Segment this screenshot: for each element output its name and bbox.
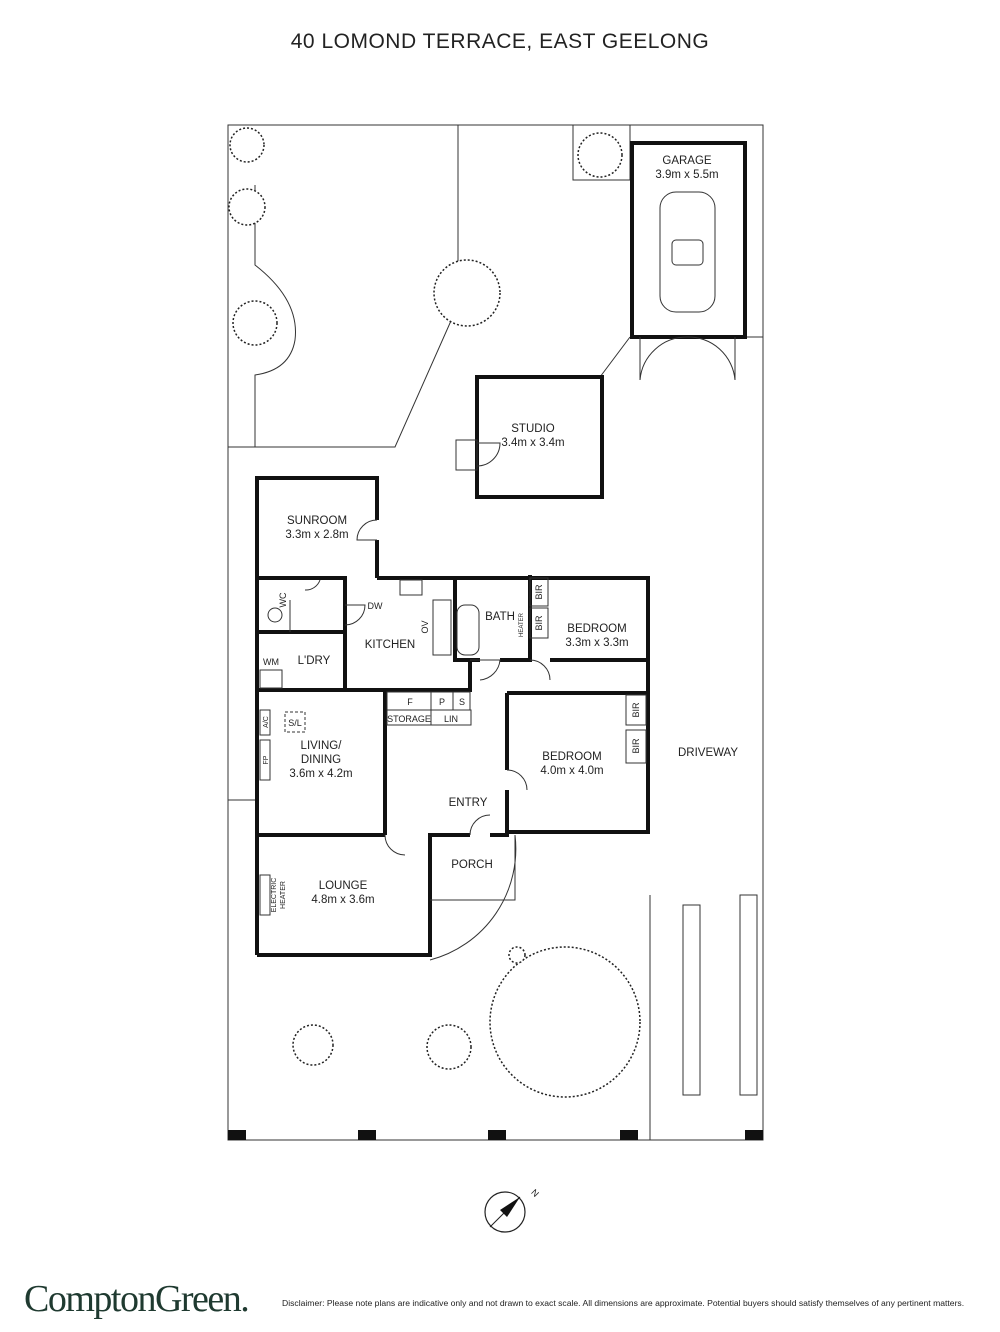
- svg-text:4.8m x 3.6m: 4.8m x 3.6m: [311, 894, 374, 906]
- svg-text:WC: WC: [278, 592, 288, 607]
- compton-green-logo: ComptonGreen.: [24, 1278, 250, 1320]
- property-address-title: 40 LOMOND TERRACE, EAST GEELONG: [290, 30, 710, 53]
- svg-text:SUNROOM: SUNROOM: [287, 515, 347, 527]
- svg-text:3.6m x 4.2m: 3.6m x 4.2m: [289, 768, 352, 780]
- room-labels: KITCHEN BATH BEDROOM 3.3m x 3.3m BEDROOM…: [263, 584, 738, 912]
- svg-text:S: S: [459, 697, 465, 707]
- svg-text:PORCH: PORCH: [451, 859, 493, 871]
- svg-text:3.4m x 3.4m: 3.4m x 3.4m: [501, 437, 564, 449]
- svg-text:ELECTRIC: ELECTRIC: [271, 878, 278, 913]
- svg-text:LIVING/: LIVING/: [301, 740, 343, 752]
- svg-text:P: P: [439, 697, 445, 707]
- compass-north-label: N: [529, 1187, 541, 1199]
- svg-text:A/C: A/C: [263, 716, 270, 728]
- garage-size: 3.9m x 5.5m: [655, 169, 718, 181]
- svg-text:KITCHEN: KITCHEN: [365, 639, 415, 651]
- lot-boundary: [227, 124, 764, 1141]
- svg-text:BATH: BATH: [485, 611, 515, 623]
- car-icon: [659, 191, 716, 313]
- svg-text:ENTRY: ENTRY: [449, 797, 488, 809]
- svg-text:FP: FP: [263, 755, 270, 764]
- svg-text:4.0m x 4.0m: 4.0m x 4.0m: [540, 765, 603, 777]
- svg-text:HEATER: HEATER: [519, 612, 525, 637]
- svg-text:3.3m x 3.3m: 3.3m x 3.3m: [565, 637, 628, 649]
- compass-icon: N: [484, 1187, 541, 1233]
- svg-text:F: F: [407, 697, 413, 707]
- sunroom: SUNROOM 3.3m x 2.8m: [255, 476, 379, 955]
- svg-text:DINING: DINING: [301, 754, 341, 766]
- svg-text:BEDROOM: BEDROOM: [542, 751, 601, 763]
- garage-label: GARAGE: [662, 155, 712, 167]
- svg-text:HEATER: HEATER: [280, 881, 287, 909]
- svg-text:BEDROOM: BEDROOM: [567, 623, 626, 635]
- svg-text:STUDIO: STUDIO: [511, 423, 555, 435]
- svg-text:S/L: S/L: [288, 718, 302, 728]
- svg-text:WM: WM: [263, 657, 279, 667]
- svg-text:3.3m x 2.8m: 3.3m x 2.8m: [285, 529, 348, 541]
- svg-text:STORAGE: STORAGE: [387, 714, 431, 724]
- svg-text:LOUNGE: LOUNGE: [319, 880, 368, 892]
- garage: GARAGE 3.9m x 5.5m: [630, 141, 747, 381]
- disclaimer-text: Disclaimer: Please note plans are indica…: [282, 1298, 965, 1308]
- svg-text:BIR: BIR: [631, 702, 641, 718]
- svg-text:L'DRY: L'DRY: [298, 655, 331, 667]
- svg-text:LIN: LIN: [444, 714, 458, 724]
- svg-text:OV: OV: [420, 620, 430, 633]
- svg-text:DW: DW: [368, 601, 383, 611]
- svg-text:BIR: BIR: [534, 584, 544, 600]
- house-walls: [257, 575, 650, 961]
- trees: [228, 127, 641, 1098]
- studio: STUDIO 3.4m x 3.4m: [455, 375, 604, 499]
- svg-text:DRIVEWAY: DRIVEWAY: [678, 747, 738, 759]
- svg-text:BIR: BIR: [631, 738, 641, 754]
- svg-text:BIR: BIR: [534, 615, 544, 631]
